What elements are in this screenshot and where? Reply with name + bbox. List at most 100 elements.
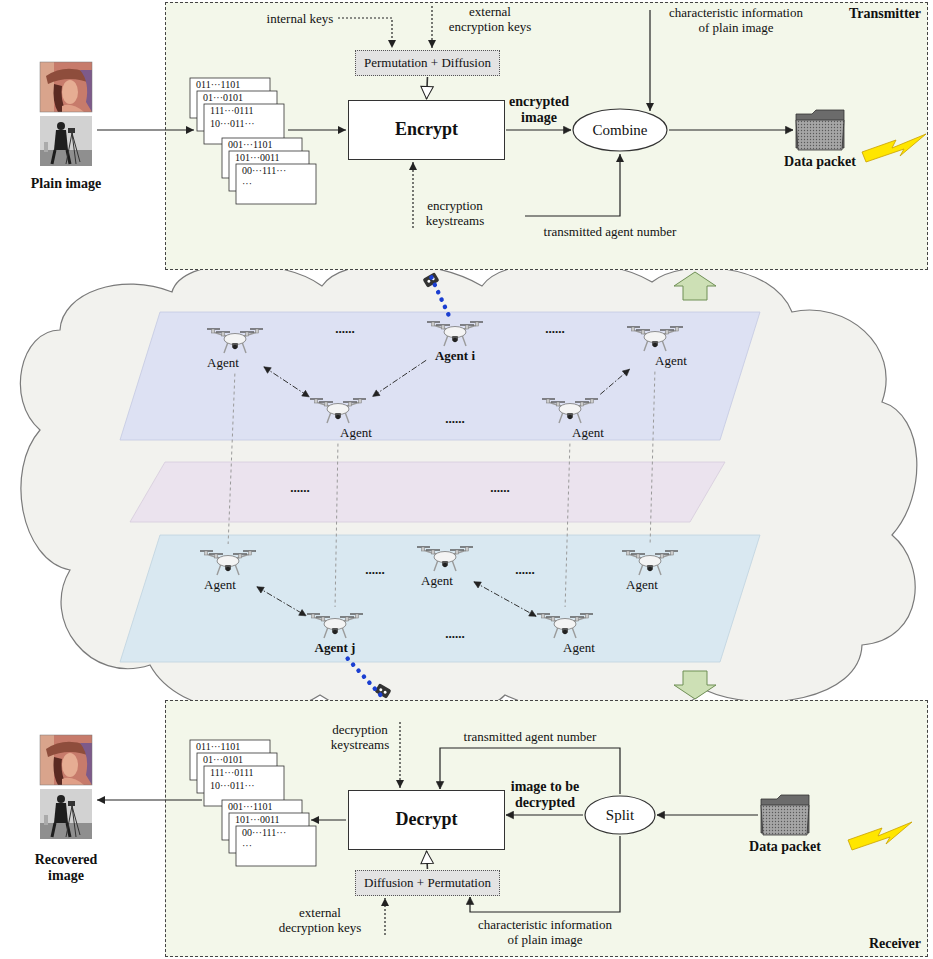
edge-label: transmitted agent number: [464, 729, 597, 744]
drone-icon: [443, 563, 447, 567]
drone-icon: [342, 627, 346, 638]
box-label: Decrypt: [396, 809, 458, 831]
drone-icon: [432, 322, 435, 326]
binary-data-text: 00···111···: [242, 827, 286, 838]
drone-icon: [466, 547, 469, 551]
annotation-text: external encryption keys: [446, 4, 534, 34]
lena-picture: [40, 735, 92, 785]
drone-icon: [557, 402, 560, 406]
drone-icon: [586, 614, 589, 618]
agent-plane: [120, 535, 760, 662]
annotation-text: internal keys: [267, 11, 334, 26]
folder-icon: [759, 793, 811, 837]
drone-icon: [642, 330, 645, 334]
cameraman-picture: [44, 142, 48, 152]
drone-icon: [200, 547, 256, 577]
cameraman-picture: [54, 803, 68, 823]
drone-icon: [622, 547, 678, 577]
agent-label: Agent: [204, 577, 236, 593]
lena-picture: [80, 743, 92, 785]
flow-arrow: [506, 814, 583, 815]
drone-icon: [466, 325, 469, 329]
drone-icon: [591, 399, 594, 403]
drone-icon: [577, 412, 581, 423]
agent-drone: Agent j: [307, 610, 363, 656]
drone-icon: [559, 404, 581, 415]
agent-link-arrow: [600, 369, 629, 394]
binary-data-text: 01···0101: [203, 754, 243, 765]
binary-data-text: 10···011···: [210, 780, 255, 791]
binary-data-text: 011···1101: [196, 79, 240, 90]
icon-caption: Data packet: [749, 839, 821, 856]
process-box: Decrypt: [348, 790, 505, 850]
box-label: Permutation + Diffusion: [364, 55, 491, 71]
flow-arrow: [97, 6, 650, 935]
icon-caption: Data packet: [784, 154, 856, 171]
drone-icon: [235, 564, 239, 575]
lena-picture: [62, 105, 84, 112]
drone-icon: [239, 554, 242, 558]
ellipsis-dots: ......: [365, 562, 385, 577]
lena-picture: [80, 70, 92, 112]
agent-drone: Agent: [627, 323, 687, 369]
drone-icon: [346, 617, 349, 621]
binary-sheet-stack: [190, 740, 316, 866]
agent-label: Agent j: [315, 640, 356, 656]
binary-data-text: 01···0101: [203, 92, 243, 103]
ellipsis-dots: ......: [445, 626, 465, 641]
drone-icon: [205, 551, 208, 555]
wireless-link-dots: [430, 274, 449, 315]
folder-icon: [794, 108, 846, 152]
flow-arrow: [657, 814, 758, 815]
agent-label: Agent i: [435, 348, 475, 364]
flow-arrow: [97, 129, 194, 130]
drone-icon: [563, 630, 567, 634]
drone-icon: [233, 345, 237, 349]
box-label: Diffusion + Permutation: [364, 875, 491, 891]
wireless-link-dots: [348, 659, 383, 697]
drone-icon: [434, 560, 438, 571]
panel-title: Transmitter: [849, 6, 921, 23]
drone-icon: [224, 342, 228, 353]
drone-icon: [644, 340, 648, 351]
drone-icon: [581, 402, 584, 406]
drone-icon: [217, 556, 239, 567]
drone-icon: [217, 564, 221, 575]
cameraman-picture: [40, 116, 92, 166]
ellipse-label: Combine: [593, 121, 648, 139]
drone-icon: [345, 412, 349, 423]
layer-link-line: [650, 372, 655, 544]
drone-icon: [307, 610, 363, 640]
drone-icon: [315, 399, 318, 403]
binary-data-text: ···: [242, 178, 252, 189]
binary-data-text: 00···111···: [242, 165, 286, 176]
layer-link-line: [335, 444, 338, 607]
drone-icon: [249, 551, 252, 555]
cloud-outline: [20, 261, 916, 718]
wireless-lightning: [862, 134, 926, 162]
lena-picture: [62, 753, 78, 777]
drone-icon: [627, 323, 683, 353]
lena-picture: [62, 80, 78, 104]
lena-picture: [40, 62, 92, 112]
agent-label: Agent: [207, 355, 239, 371]
drone-icon: [661, 554, 664, 558]
process-ellipse: Split: [584, 795, 656, 835]
agent-plane: [120, 312, 760, 440]
data-packet-icon: Data packet: [780, 108, 860, 171]
drone-icon: [666, 330, 669, 334]
cameraman-picture: [68, 801, 75, 806]
folder-icon: [796, 120, 844, 150]
process-box: Permutation + Diffusion: [355, 50, 500, 76]
process-box: Encrypt: [348, 100, 505, 160]
drone-icon: [552, 617, 555, 621]
ellipsis-dots: ......: [290, 480, 310, 495]
drone-icon: [349, 402, 352, 406]
lena-picture: [40, 62, 54, 112]
drone-icon: [327, 412, 331, 423]
drone-icon: [576, 617, 579, 621]
annotation-text: external decryption keys: [276, 905, 364, 935]
drone-icon: [542, 395, 598, 425]
panel-ground: [165, 700, 928, 957]
ellipse-outline: [585, 796, 655, 834]
